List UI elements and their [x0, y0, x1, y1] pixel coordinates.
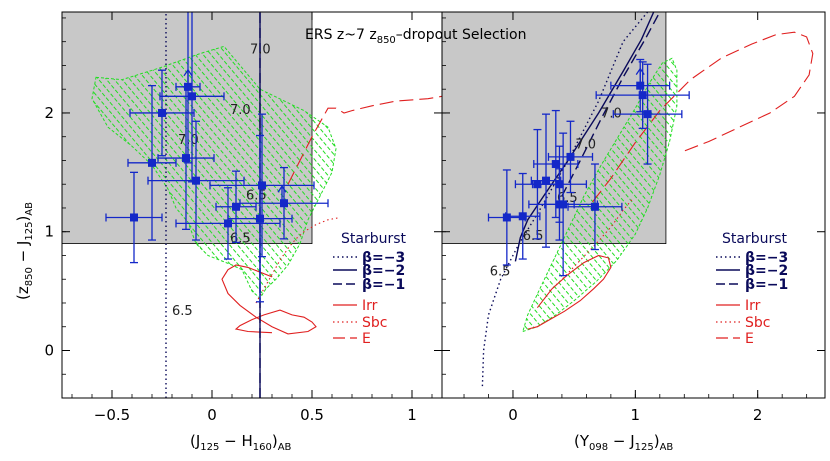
left-legend-e: E [362, 331, 371, 347]
right-legend-e: E [745, 331, 754, 347]
left-data-point-10 [209, 113, 315, 258]
left-data-point-1 [127, 84, 177, 241]
right-data-point-8 [547, 120, 594, 194]
left-legend-irr: Irr [362, 298, 378, 314]
right-xlabel-sub3: AB [660, 442, 674, 453]
right-limit-arrow-0 [635, 67, 645, 86]
right-axis-ticks [442, 12, 825, 399]
right-data-point-9 [567, 163, 623, 251]
left-axis-ticks [62, 12, 442, 399]
right-track-sbc [549, 198, 634, 292]
left-ytick-label-2: 2 [44, 104, 54, 122]
left-xtick-label-2: 0.5 [300, 406, 324, 424]
right-legend-title: Starburst [722, 231, 788, 247]
ylabel-main: (z [14, 286, 32, 300]
left-legend-beta2: β=−2 [362, 263, 405, 279]
left-xlabel-sub3: AB [278, 442, 292, 453]
left-limit-arrow-0 [183, 68, 193, 87]
right-data-point-1 [504, 172, 541, 260]
right-xlabel-mid: − J [608, 432, 635, 450]
left-data-point-11 [239, 166, 329, 240]
ylabel-mid: − J [14, 241, 32, 268]
right-legend-sbc: Sbc [745, 315, 770, 331]
right-xlabel-main: (Y [574, 432, 590, 450]
left-redshift-label-0: 7.0 [250, 43, 271, 58]
right-xlabel-sub1: 098 [589, 442, 608, 453]
left-xlabel-sub1: 125 [200, 442, 219, 453]
left-plot-area: 7.07.07.06.56.56.5 [62, 12, 442, 398]
y-axis-title: (z850 − J125)AB [14, 202, 35, 300]
title-pre: ERS z~7 z [305, 27, 377, 43]
left-xtick-label-0: −0.5 [94, 406, 130, 424]
left-track-e [287, 95, 442, 185]
left-redshift-label-4: 6.5 [230, 231, 251, 246]
left-xlabel-close: ) [272, 432, 278, 450]
right-legend-beta1: β=−1 [745, 277, 788, 293]
ylabel-sub1: 850 [24, 267, 35, 286]
right-redshift-label-3: 6.5 [523, 229, 544, 244]
right-legend-beta2: β=−2 [745, 263, 788, 279]
left-legend: Starburst β=−3 β=−2 β=−1 Irr Sbc E [333, 231, 407, 347]
right-xlabel-sub2: 125 [635, 442, 654, 453]
right-legend: Starburst β=−3 β=−2 β=−1 Irr Sbc E [716, 231, 788, 347]
right-track-e [592, 31, 814, 203]
left-data-point-3 [157, 86, 215, 230]
title-sub: 850 [377, 35, 396, 46]
left-limit-arrow-1 [277, 185, 287, 204]
left-xtick-label-1: 0 [207, 406, 217, 424]
right-xlabel-close: ) [654, 432, 660, 450]
left-data-point-9 [227, 134, 293, 303]
left-ytick-label-1: 1 [44, 223, 54, 241]
right-legend-irr: Irr [745, 298, 761, 314]
right-redshift-label-0: 7.0 [601, 107, 622, 122]
right-redshift-label-1: 7.0 [575, 138, 596, 153]
right-redshift-label-4: 6.5 [490, 265, 511, 280]
right-legend-beta3: β=−3 [745, 250, 788, 266]
left-data-point-4 [159, 12, 225, 183]
right-plot-area: 7.07.06.56.56.5 [442, 12, 814, 387]
left-redshift-label-1: 7.0 [230, 103, 251, 118]
left-tick-labels: −0.5 0 0.5 1 0 1 2 [44, 104, 416, 424]
left-data-point-8 [215, 170, 257, 244]
left-data-point-0 [105, 171, 163, 264]
left-legend-beta3: β=−3 [362, 250, 405, 266]
left-legend-sbc: Sbc [362, 315, 387, 331]
left-simulation-region [91, 45, 337, 299]
left-redshift-label-3: 6.5 [246, 189, 267, 204]
right-xtick-label-2: 2 [753, 406, 763, 424]
left-xlabel-mid: − H [219, 432, 252, 450]
right-xtick-label-0: 0 [508, 406, 518, 424]
left-data-point-5 [147, 120, 245, 241]
figure-title: ERS z~7 z850–dropout Selection [305, 27, 526, 46]
left-data-point-2 [129, 69, 195, 157]
title-post: –dropout Selection [396, 27, 527, 43]
left-xtick-label-3: 1 [407, 406, 417, 424]
ylabel-close: ) [14, 216, 32, 222]
left-data-point-7 [175, 187, 281, 260]
left-xlabel-sub2: 160 [253, 442, 272, 453]
left-legend-title: Starburst [341, 231, 407, 247]
left-redshift-label-5: 6.5 [172, 304, 193, 319]
right-data-point-4 [533, 109, 579, 219]
right-xtick-label-1: 1 [631, 406, 641, 424]
right-simulation-region [522, 57, 678, 333]
right-frame [441, 11, 826, 399]
left-ytick-label-0: 0 [44, 341, 54, 359]
left-track-irr [221, 264, 317, 335]
left-x-axis-title: (J125 − H160)AB [190, 432, 292, 453]
right-x-axis-title: (Y098 − J125)AB [574, 432, 673, 453]
ylabel-sub2: 125 [24, 222, 35, 241]
right-tick-labels: 0 1 2 [508, 406, 762, 424]
left-legend-beta1: β=−1 [362, 277, 405, 293]
right-data-point-12 [612, 63, 683, 165]
ylabel-sub3: AB [24, 202, 35, 216]
right-starburst-beta3 [481, 12, 649, 387]
right-track-irr [527, 254, 612, 330]
left-xlabel-main: (J [190, 432, 200, 450]
